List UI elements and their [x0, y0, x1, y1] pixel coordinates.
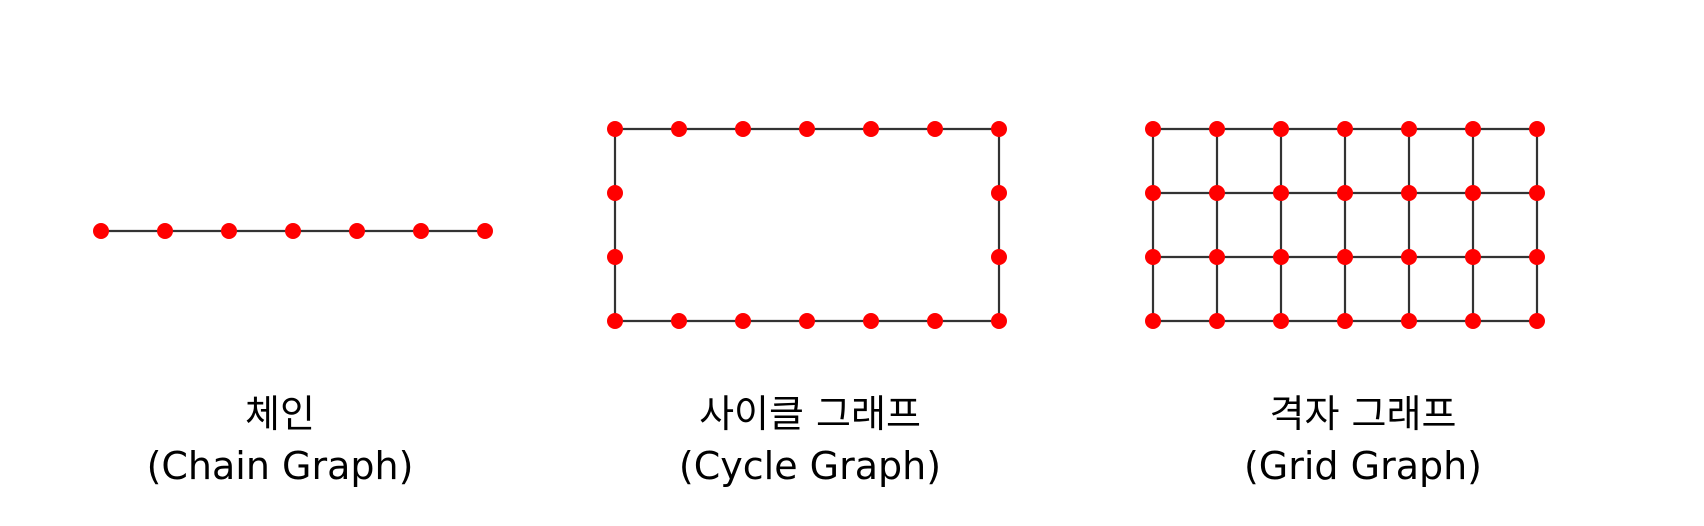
chain-node: [349, 223, 365, 239]
cycle-node: [991, 185, 1007, 201]
grid-node: [1401, 249, 1417, 265]
grid-node: [1145, 121, 1161, 137]
grid-node: [1337, 249, 1353, 265]
chain-graph-caption: 체인 (Chain Graph): [70, 388, 490, 492]
chain-node: [157, 223, 173, 239]
grid-node: [1465, 313, 1481, 329]
cycle-node: [607, 121, 623, 137]
cycle-node: [607, 185, 623, 201]
grid-node: [1529, 185, 1545, 201]
grid-node: [1145, 249, 1161, 265]
cycle-node: [799, 313, 815, 329]
chain-node: [93, 223, 109, 239]
chain-node: [413, 223, 429, 239]
grid-node: [1145, 185, 1161, 201]
cycle-graph: [607, 121, 1007, 329]
grid-graph-title-ko: 격자 그래프: [1269, 392, 1457, 436]
cycle-node: [927, 313, 943, 329]
grid-node: [1465, 185, 1481, 201]
cycle-graph-title-ko: 사이클 그래프: [699, 392, 921, 436]
grid-node: [1145, 313, 1161, 329]
cycle-node: [607, 313, 623, 329]
cycle-node: [607, 249, 623, 265]
grid-node: [1337, 313, 1353, 329]
cycle-node: [671, 313, 687, 329]
cycle-node: [863, 313, 879, 329]
grid-node: [1273, 185, 1289, 201]
grid-node: [1529, 121, 1545, 137]
cycle-node: [735, 313, 751, 329]
chain-graph: [93, 223, 493, 239]
grid-node: [1337, 121, 1353, 137]
grid-node: [1209, 313, 1225, 329]
cycle-graph-title-en: (Cycle Graph): [678, 444, 942, 488]
chain-node: [477, 223, 493, 239]
grid-node: [1401, 313, 1417, 329]
grid-node: [1209, 249, 1225, 265]
grid-node: [1273, 121, 1289, 137]
grid-node: [1465, 249, 1481, 265]
chain-node: [221, 223, 237, 239]
grid-node: [1401, 185, 1417, 201]
cycle-node: [927, 121, 943, 137]
chain-graph-title-ko: 체인: [245, 392, 315, 436]
grid-node: [1401, 121, 1417, 137]
grid-node: [1529, 313, 1545, 329]
grid-node: [1209, 185, 1225, 201]
grid-node: [1273, 313, 1289, 329]
grid-graph-caption: 격자 그래프 (Grid Graph): [1153, 388, 1573, 492]
cycle-graph-caption: 사이클 그래프 (Cycle Graph): [600, 388, 1020, 492]
cycle-node: [735, 121, 751, 137]
grid-graph-title-en: (Grid Graph): [1243, 444, 1483, 488]
chain-node: [285, 223, 301, 239]
grid-node: [1209, 121, 1225, 137]
grid-node: [1273, 249, 1289, 265]
cycle-node: [671, 121, 687, 137]
grid-node: [1529, 249, 1545, 265]
cycle-node: [799, 121, 815, 137]
grid-graph: [1145, 121, 1545, 329]
cycle-node: [991, 313, 1007, 329]
cycle-node: [991, 121, 1007, 137]
cycle-node: [863, 121, 879, 137]
chain-graph-title-en: (Chain Graph): [146, 444, 414, 488]
grid-node: [1337, 185, 1353, 201]
grid-node: [1465, 121, 1481, 137]
cycle-node: [991, 249, 1007, 265]
